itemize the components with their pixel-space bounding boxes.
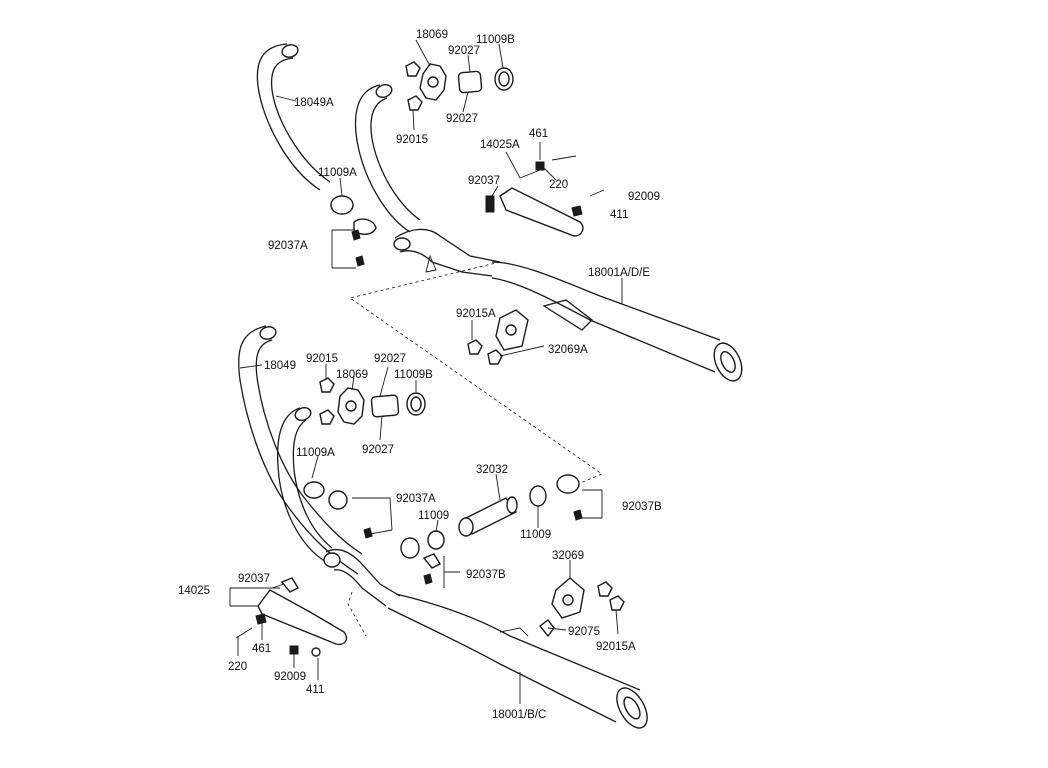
lower-assembly [229, 325, 648, 729]
label-14025: 14025 [178, 585, 210, 597]
label-92015-upper: 92015 [396, 134, 428, 146]
label-92037a-lower: 92037A [396, 493, 436, 505]
header-pipe-18049a [256, 43, 331, 191]
label-220-lower: 220 [228, 661, 247, 673]
label-92027-upper-a: 92027 [448, 45, 480, 57]
label-11009b-upper: 11009B [476, 34, 515, 46]
dashed-guide-line [349, 261, 603, 485]
label-18049: 18049 [264, 360, 296, 372]
label-18001bc: 18001/B/C [492, 709, 546, 721]
label-92009-upper: 92009 [628, 191, 660, 203]
label-18001ade: 18001A/D/E [588, 267, 650, 279]
heat-shield-lower [235, 577, 348, 657]
label-11009-lower-left: 11009 [418, 510, 449, 522]
label-92027-upper-b: 92027 [446, 113, 478, 125]
leaders-upper [275, 39, 623, 357]
gasket-parts-upper [405, 61, 514, 111]
label-92037b-lower-mid: 92037B [466, 569, 506, 581]
label-92015a-upper: 92015A [456, 308, 496, 320]
label-11009-lower-right: 11009 [520, 529, 551, 541]
label-92037-lower: 92037 [238, 573, 270, 585]
muffler-upper [491, 261, 743, 382]
label-461-lower: 461 [252, 643, 271, 655]
header-pipe-18049 [238, 325, 363, 575]
label-220-upper: 220 [549, 179, 568, 191]
collector-lower [323, 548, 401, 607]
label-92009-lower: 92009 [274, 671, 306, 683]
label-18069-lower: 18069 [336, 369, 368, 381]
label-11009a-upper: 11009A [318, 167, 357, 179]
dashed-guide-line-lower [347, 591, 367, 637]
label-32069: 32069 [552, 550, 584, 562]
header-pipe-lower-inner [276, 407, 333, 563]
label-92015a-lower: 92015A [596, 641, 636, 653]
label-18049a: 18049A [294, 97, 334, 109]
label-92037a-upper: 92037A [268, 240, 308, 252]
label-411-lower: 411 [306, 684, 324, 696]
clamp-upper-left [330, 195, 377, 267]
label-92015-lower: 92015 [306, 353, 338, 365]
leaders-lower [229, 364, 619, 704]
label-32069a: 32069A [548, 344, 588, 356]
mount-plate-lower [539, 577, 625, 638]
gasket-parts-lower [319, 377, 426, 425]
label-92037b-lower-right: 92037B [622, 501, 662, 513]
label-92027-lower-b: 92027 [362, 444, 394, 456]
label-18069-upper: 18069 [416, 29, 448, 41]
connector-pipe-32032 [303, 474, 583, 585]
heat-shield-upper [485, 155, 605, 237]
label-11009a-lower: 11009A [296, 447, 335, 459]
label-92027-lower-a: 92027 [374, 353, 406, 365]
mount-plate-upper [467, 309, 529, 365]
label-411-upper: 411 [610, 209, 628, 221]
label-14025a: 14025A [480, 139, 520, 151]
label-461-upper: 461 [529, 128, 548, 140]
upper-assembly [256, 39, 743, 382]
muffler-lower [387, 593, 648, 729]
label-11009b-lower: 11009B [394, 369, 433, 381]
label-92075: 92075 [568, 626, 600, 638]
collector-upper [393, 228, 501, 277]
label-32032: 32032 [476, 464, 508, 476]
label-92037-upper: 92037 [468, 175, 500, 187]
header-pipe-upper-inner [354, 84, 421, 233]
